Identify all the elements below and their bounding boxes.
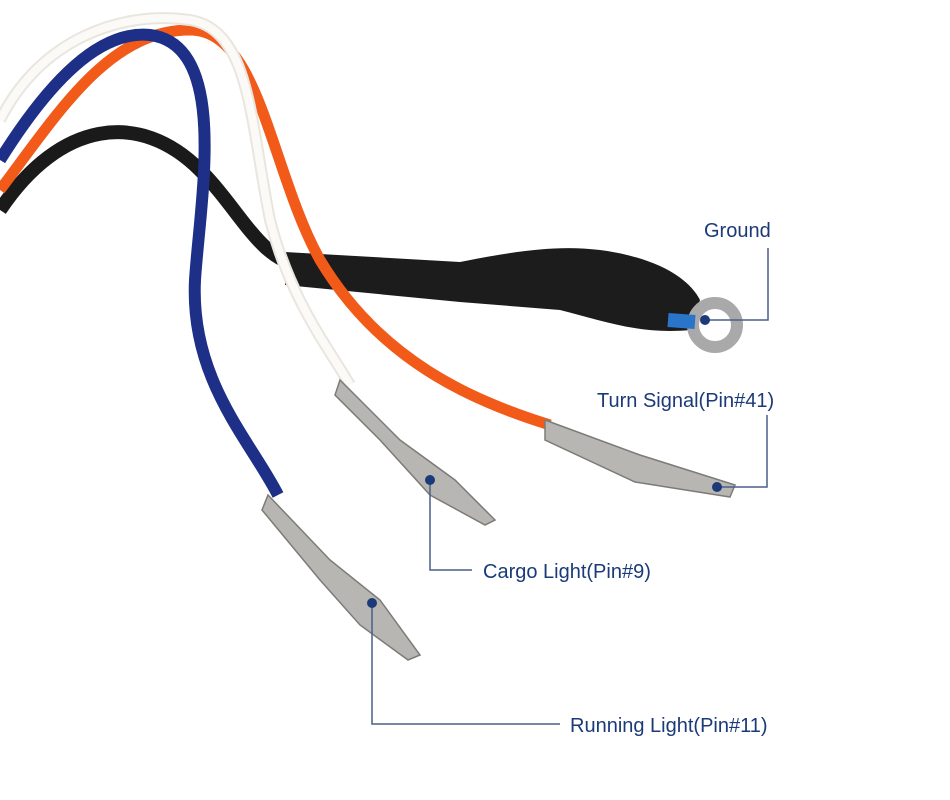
black-wire (0, 125, 302, 272)
ground-label: Ground (704, 220, 771, 242)
ground-marker-dot (700, 315, 710, 325)
ring-terminal (687, 297, 743, 353)
running-light-label: Running Light(Pin#11) (570, 715, 768, 737)
cargo-marker-dot (425, 475, 435, 485)
blue-wire (0, 28, 284, 498)
turn-signal-marker-dot (712, 482, 722, 492)
turn-signal-terminal (544, 418, 737, 498)
cargo-terminal (334, 378, 497, 526)
turn-signal-label: Turn Signal(Pin#41) (597, 390, 775, 412)
heat-shrink (285, 248, 700, 331)
orange-wire (0, 24, 552, 431)
cargo-light-label: Cargo Light(Pin#9) (483, 561, 651, 583)
running-terminal (261, 493, 422, 661)
running-marker-dot (367, 598, 377, 608)
